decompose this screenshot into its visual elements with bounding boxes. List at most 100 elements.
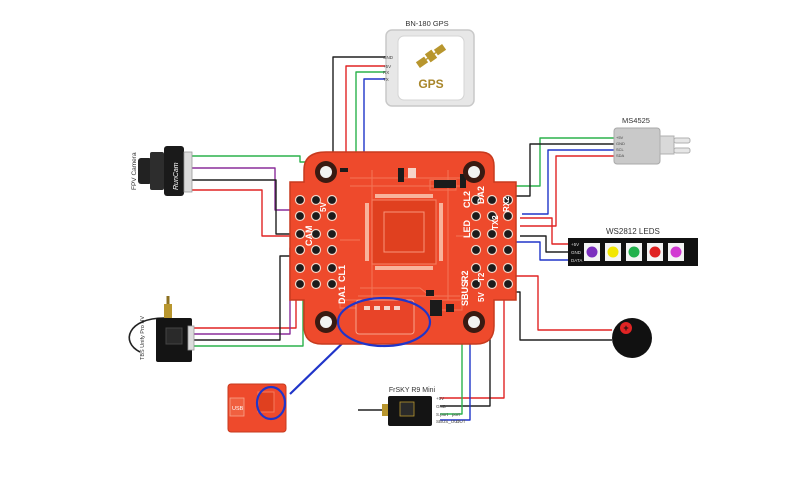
- fc-label-cam: CAM: [304, 226, 314, 247]
- fc-mcu-core: [383, 211, 425, 253]
- led-wire-black: [520, 235, 568, 253]
- ms-pin-scl: SCL: [616, 147, 625, 152]
- fc-mounting-holes: [315, 161, 485, 333]
- rx-chip: [399, 401, 415, 417]
- led-wire-red: [520, 217, 568, 245]
- fc-label-da1: DA1: [337, 286, 347, 304]
- usb-board-label: USB: [232, 406, 244, 412]
- vtx-title: TBS Unify Pro HV: [140, 316, 146, 360]
- vtx-module: TBS Unify Pro HV: [128, 296, 195, 362]
- vtx-chip: [165, 327, 183, 345]
- receiver-module: FrSKY R9 Mini +5V GND S.port SBUS_OUT po…: [382, 387, 466, 426]
- vtx-wire-purple: [190, 247, 300, 335]
- vtx-antenna-cable: [128, 317, 165, 353]
- rx-label-out: OUT: [456, 419, 466, 424]
- fc-label-tx2: TX2: [491, 215, 500, 230]
- camera-brand: RunCam: [173, 162, 180, 190]
- camera-wire-purple: [192, 167, 298, 211]
- usb-board: USB: [227, 383, 287, 433]
- fc-usb-connector: [355, 299, 415, 335]
- fc-label-da2: DA2: [476, 186, 486, 204]
- camera-body: [164, 146, 184, 196]
- fc-left-pads: [294, 194, 338, 290]
- buzzer-plus: +: [623, 323, 628, 333]
- gps-logo-text: GPS: [418, 77, 443, 91]
- fc-chip-pins: [365, 194, 443, 270]
- usb-board-highlight: [255, 385, 287, 421]
- fc-right-pads: [470, 194, 514, 290]
- fc-label-5v-a: 5V: [319, 202, 328, 212]
- fc-usb-highlight: [336, 296, 432, 348]
- ms-wire-red: [520, 155, 614, 227]
- ms-wire-green: [508, 137, 614, 187]
- led-pin-data: DATA: [571, 258, 582, 263]
- ms-pin-gnd: GND: [616, 141, 625, 146]
- fc-label-rx2: RX2: [502, 196, 511, 212]
- camera-connector: [183, 151, 193, 193]
- usb-port: [229, 397, 245, 417]
- camera-lens: [150, 152, 164, 190]
- buzzer-hole: [620, 322, 632, 334]
- rx-pin-5v: +5V: [436, 396, 444, 401]
- ms-pin-sda: SDA: [616, 153, 625, 158]
- rx-label-port: port: [452, 412, 461, 417]
- camera-title: FPV Camera: [131, 152, 138, 190]
- fc-label-cl2: CL2: [462, 191, 472, 208]
- led-dot: [628, 246, 640, 258]
- flight-controller: CAM LED CL1 DA1 CL2 DA2 TX2 RX2 SBUS R2 …: [289, 151, 517, 345]
- fc-components: [340, 168, 466, 316]
- vtx-wire-black: [190, 255, 298, 341]
- fc-label-5v-b: 5V: [477, 292, 486, 302]
- rx-title: FrSKY R9 Mini: [389, 387, 436, 394]
- ms-tube-bottom: [673, 147, 691, 154]
- gps-pin-rx: RX: [383, 70, 389, 75]
- led-wire-blue: [506, 241, 568, 261]
- ms-wire-black: [508, 143, 614, 197]
- rx-pin-sport: S.port: [436, 412, 449, 417]
- buzzer-icon: [612, 318, 652, 358]
- led-dots: [584, 243, 684, 261]
- fc-label-led: LED: [462, 219, 472, 238]
- camera-wire-black: [192, 179, 300, 235]
- rx-pin-gnd: GND: [436, 404, 447, 409]
- camera-wire-red: [192, 189, 300, 237]
- camera-lens-ring: [138, 158, 152, 184]
- ms-wire-blue: [522, 149, 614, 215]
- gps-antenna: [397, 35, 465, 101]
- buzzer-wire-black: [506, 291, 612, 341]
- gps-pin-gnd: GND: [383, 55, 394, 60]
- gps-title: BN-180 GPS: [405, 19, 448, 28]
- led-strip: WS2812 LEDS +5V GND DATA: [568, 227, 698, 266]
- vtx-connector: [187, 325, 195, 351]
- ms-body: [613, 127, 661, 165]
- fc-label-r2: R2: [460, 270, 470, 282]
- fc-usb-pins: [364, 306, 400, 310]
- led-pin-5v: +5V: [571, 242, 579, 247]
- led-dot: [670, 246, 682, 258]
- led-dot: [586, 246, 598, 258]
- ms-title: MS4525: [622, 116, 650, 125]
- ms4525-sensor: MS4525 +5V GND SCL SDA: [613, 116, 691, 165]
- rx-pin-sbus: SBUS_OUT: [436, 419, 461, 424]
- gps-pin-tx: TX: [383, 77, 389, 82]
- buzzer: +: [612, 318, 652, 358]
- ms-pin-5v: +5V: [616, 135, 624, 140]
- camera-wire-green: [192, 155, 320, 163]
- vtx-sma: [164, 304, 172, 318]
- ms-port-block: [659, 135, 675, 155]
- buzzer-wire-red: [508, 275, 612, 331]
- satellite-icon: [415, 43, 447, 69]
- fpv-camera: FPV Camera RunCam: [131, 146, 193, 196]
- gps-module: BN-180 GPS GPS GND +5V RX TX: [383, 19, 475, 107]
- fc-mcu-chip: [371, 199, 437, 265]
- ms-tube-top: [673, 137, 691, 144]
- gps-pin-5v: +5V: [383, 64, 391, 69]
- usb-board-chip: [257, 391, 275, 413]
- led-dot: [649, 246, 661, 258]
- fc-label-cl1: CL1: [337, 265, 347, 282]
- fc-label-sbus: SBUS: [460, 281, 470, 306]
- fc-label-t2: T2: [477, 272, 486, 282]
- led-pin-gnd: GND: [571, 250, 582, 255]
